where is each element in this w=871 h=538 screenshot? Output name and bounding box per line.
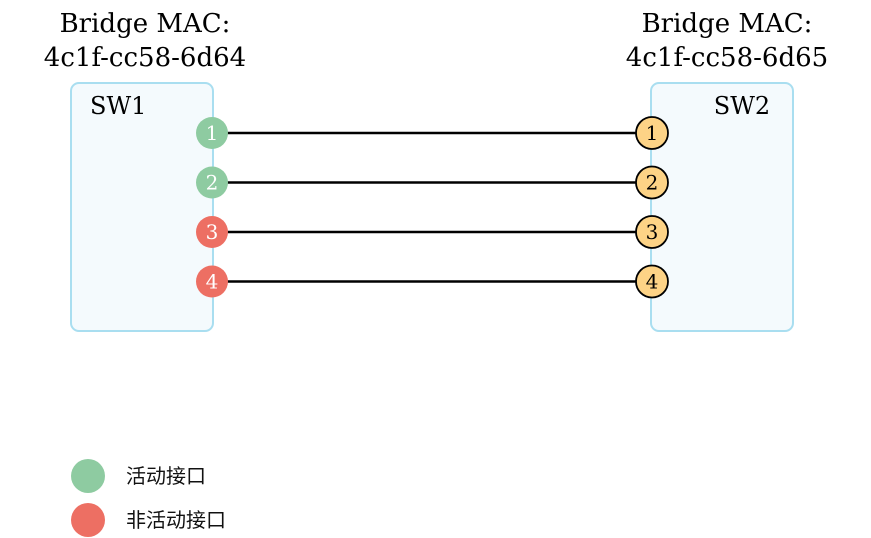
switch-sw1-mac-label: Bridge MAC: — [60, 9, 231, 39]
sw2-port-4-circle — [635, 264, 669, 299]
switch-sw2-box — [650, 82, 794, 332]
switch-sw2-name: SW2 — [714, 92, 770, 120]
switch-sw1-box — [70, 82, 214, 332]
switch-sw1: SW1 — [70, 82, 214, 332]
sw2-port-2-label: 2 — [646, 171, 659, 195]
sw2-port-3-label: 3 — [646, 220, 659, 244]
legend-swatch-inactive — [71, 503, 105, 537]
legend-label-active: 活动接口 — [126, 464, 206, 488]
sw1-port-4-circle — [196, 265, 228, 298]
switch-sw2-mac-address: 4c1f-cc58-6d65 — [626, 43, 828, 73]
sw2-port-1-circle — [635, 116, 669, 150]
legend-label-inactive: 非活动接口 — [126, 508, 226, 532]
legend-item-active: 活动接口 — [71, 459, 206, 493]
sw1-port-4-label: 4 — [206, 270, 219, 294]
sw1-port-3: 3 — [196, 216, 228, 248]
switch-sw2: SW2 — [650, 82, 794, 332]
switch-sw1-name: SW1 — [90, 92, 146, 120]
sw1-port-2-label: 2 — [206, 171, 219, 195]
sw2-port-2: 2 — [635, 165, 669, 200]
legend-swatch-active — [71, 459, 105, 493]
sw1-port-1-label: 1 — [206, 121, 219, 145]
sw1-port-3-label: 3 — [206, 220, 219, 244]
sw2-port-3-circle — [635, 215, 669, 249]
legend-item-inactive: 非活动接口 — [71, 503, 226, 537]
sw1-port-3-circle — [196, 216, 228, 248]
switch-sw2-mac-label: Bridge MAC: — [642, 9, 813, 39]
sw2-port-4-label: 4 — [646, 270, 659, 294]
sw1-port-2-circle — [196, 166, 228, 199]
sw1-port-1: 1 — [196, 117, 228, 149]
switch-sw1-mac-address: 4c1f-cc58-6d64 — [44, 43, 246, 73]
sw1-port-2: 2 — [196, 166, 228, 199]
sw1-port-4: 4 — [196, 265, 228, 298]
sw2-port-3: 3 — [635, 215, 669, 249]
sw2-port-2-circle — [635, 165, 669, 200]
sw1-port-1-circle — [196, 117, 228, 149]
sw2-port-1: 1 — [635, 116, 669, 150]
sw2-port-1-label: 1 — [646, 121, 659, 145]
sw2-port-4: 4 — [635, 264, 669, 299]
